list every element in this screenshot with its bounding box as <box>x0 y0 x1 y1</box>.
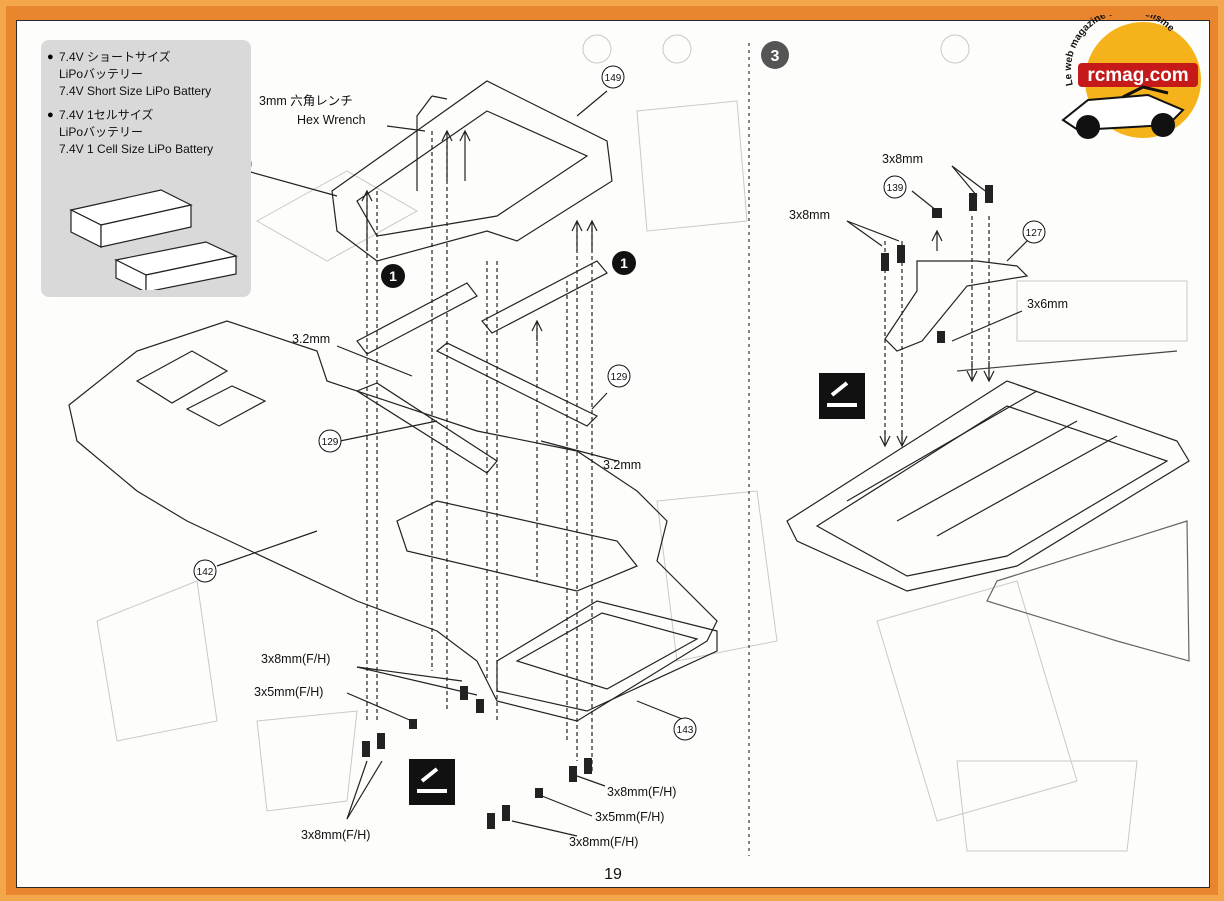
part-139: 139 <box>883 175 907 199</box>
part-127: 127 <box>1022 220 1046 244</box>
logo-brand: rcmag.com <box>1087 65 1188 86</box>
svg-text:129: 129 <box>322 437 339 448</box>
hex-wrench-label-jp: 3mm 六角レンチ <box>259 94 353 108</box>
step-marker-1b: 1 <box>612 251 636 275</box>
svg-text:142: 142 <box>197 567 214 578</box>
hex-key-tool-icon <box>409 759 455 805</box>
part-149-top: 149 <box>601 65 625 89</box>
battery-illustration <box>69 189 238 290</box>
step-marker-3: 3 <box>761 41 789 69</box>
bullet-icon: ● <box>47 51 54 63</box>
part-129-right: 129 <box>607 364 631 388</box>
hex-wrench <box>416 95 448 191</box>
hex-key-tool-icon-right <box>819 373 865 419</box>
rc-car-icon <box>1061 85 1185 139</box>
hex-wrench-label-en: Hex Wrench <box>297 113 366 127</box>
right-battery-frame <box>786 380 1190 592</box>
screw-label-3: 3x8mm(F/H) <box>301 828 370 842</box>
note-item2-jp: 7.4V 1セルサイズ <box>59 108 154 122</box>
note-item1-jp2: LiPoバッテリー <box>59 67 144 81</box>
screw-label-4: 3x8mm(F/H) <box>607 785 676 799</box>
note-item1-jp: 7.4V ショートサイズ <box>59 50 171 64</box>
screw-label-right-b: 3x8mm <box>789 208 830 222</box>
step-marker-1a: 1 <box>381 264 405 288</box>
spacer-label-1: 3.2mm <box>292 332 330 346</box>
svg-text:149: 149 <box>605 73 622 84</box>
part-142: 142 <box>193 559 217 583</box>
manual-page: 1 1 3 149 149 129 129 142 143 139 127 3m… <box>16 20 1210 888</box>
screw-label-2: 3x5mm(F/H) <box>254 685 323 699</box>
note-item2-en: 7.4V 1 Cell Size LiPo Battery <box>59 142 214 156</box>
part-143: 143 <box>673 717 697 741</box>
chassis-plate-142 <box>68 320 718 722</box>
svg-text:143: 143 <box>677 725 694 736</box>
screw-label-6: 3x8mm(F/H) <box>569 835 638 849</box>
part-129-left: 129 <box>318 429 342 453</box>
spacer-label-2: 3.2mm <box>603 458 641 472</box>
battery-note-box: ● 7.4V ショートサイズ LiPoバッテリー 7.4V Short Size… <box>41 40 251 297</box>
svg-text:3: 3 <box>771 48 780 65</box>
svg-text:1: 1 <box>620 255 628 271</box>
screw-label-5: 3x5mm(F/H) <box>595 810 664 824</box>
stay-127 <box>884 260 1029 352</box>
note-item2-jp2: LiPoバッテリー <box>59 125 144 139</box>
rcmag-logo: Le web magazine du modelisme rcmag.com <box>1061 15 1201 139</box>
screw-label-right-a: 3x8mm <box>882 152 923 166</box>
page-number: 19 <box>604 866 622 883</box>
screw-label-1: 3x8mm(F/H) <box>261 652 330 666</box>
svg-text:127: 127 <box>1026 228 1043 239</box>
screw-label-right-c: 3x6mm <box>1027 297 1068 311</box>
svg-text:1: 1 <box>389 268 397 284</box>
battery-holder-149 <box>331 80 613 262</box>
bullet-icon: ● <box>47 109 54 121</box>
svg-text:139: 139 <box>887 183 904 194</box>
note-item1-en: 7.4V Short Size LiPo Battery <box>59 84 212 98</box>
assembly-drawing: 1 1 3 149 149 129 129 142 143 139 127 3m… <box>68 34 1190 856</box>
svg-text:129: 129 <box>611 372 628 383</box>
